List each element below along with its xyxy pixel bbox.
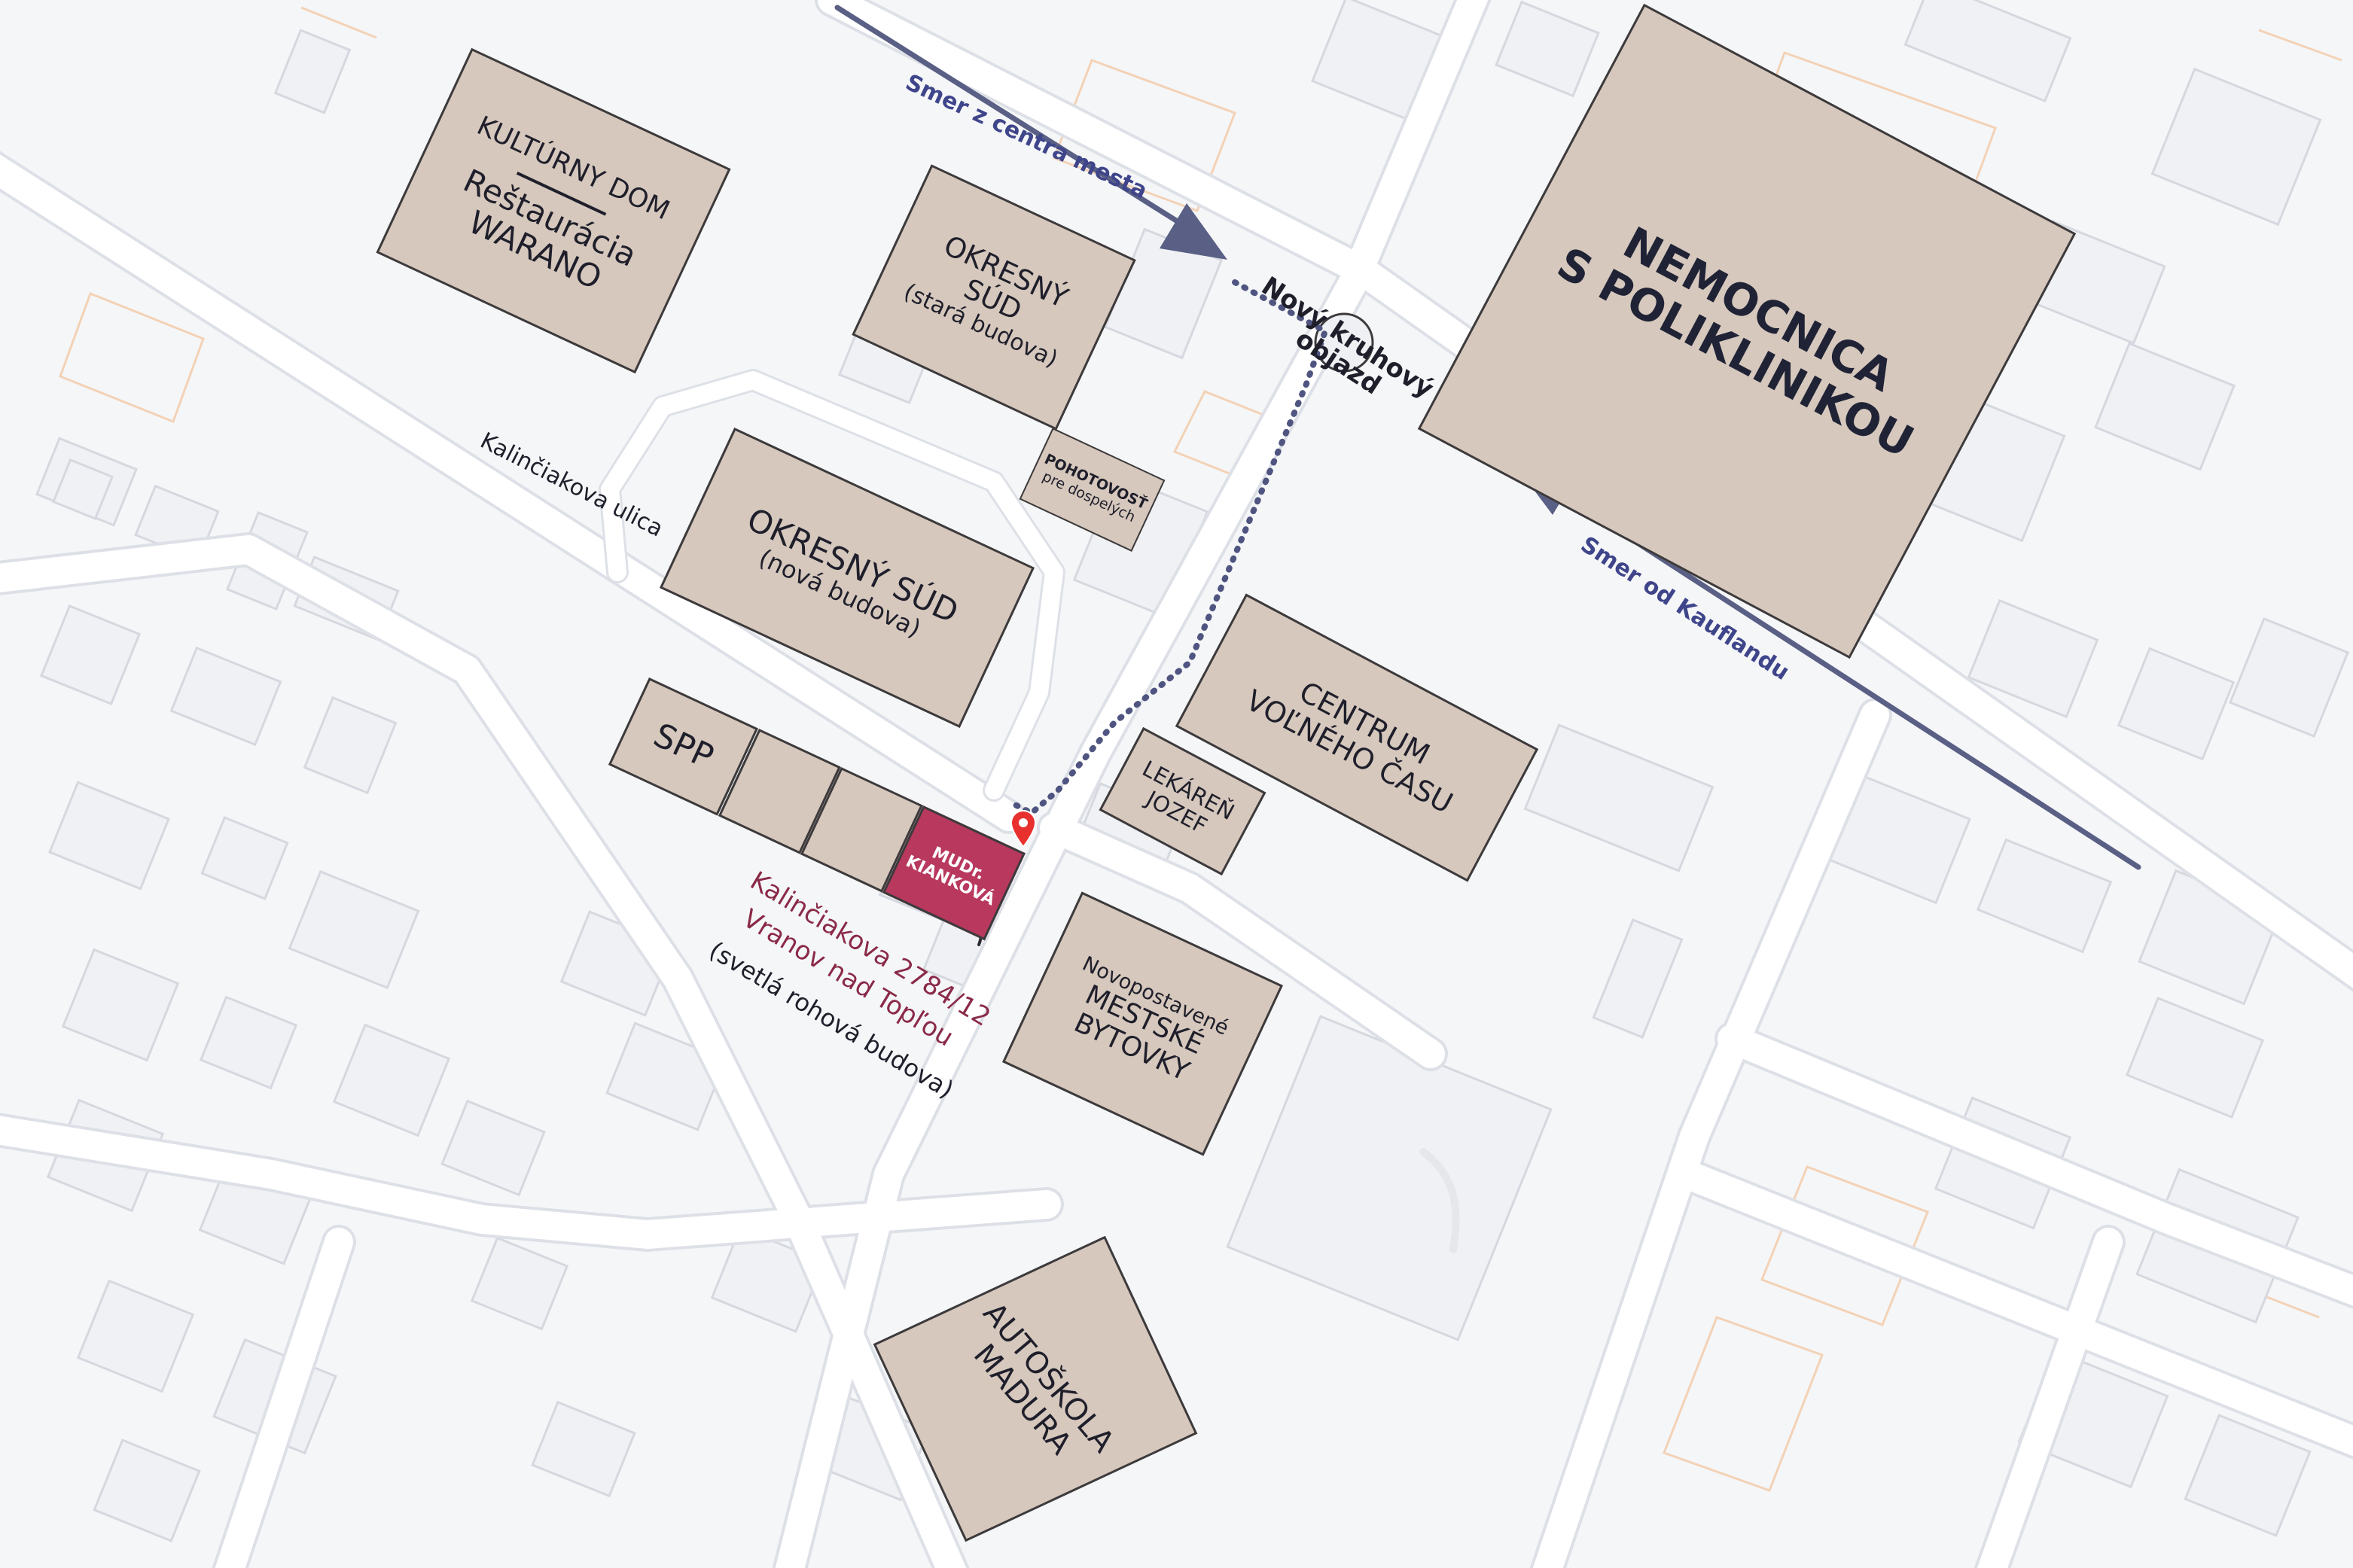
location-pin-icon[interactable] — [1009, 809, 1038, 848]
spp-label: SPP — [648, 716, 719, 777]
roundabout — [1314, 312, 1374, 373]
arrow-from-center — [834, 5, 1227, 260]
route-dotted-line — [1006, 279, 1329, 817]
arrow-icon — [1160, 203, 1227, 260]
faint-loop-arrow — [1419, 1148, 1460, 1253]
